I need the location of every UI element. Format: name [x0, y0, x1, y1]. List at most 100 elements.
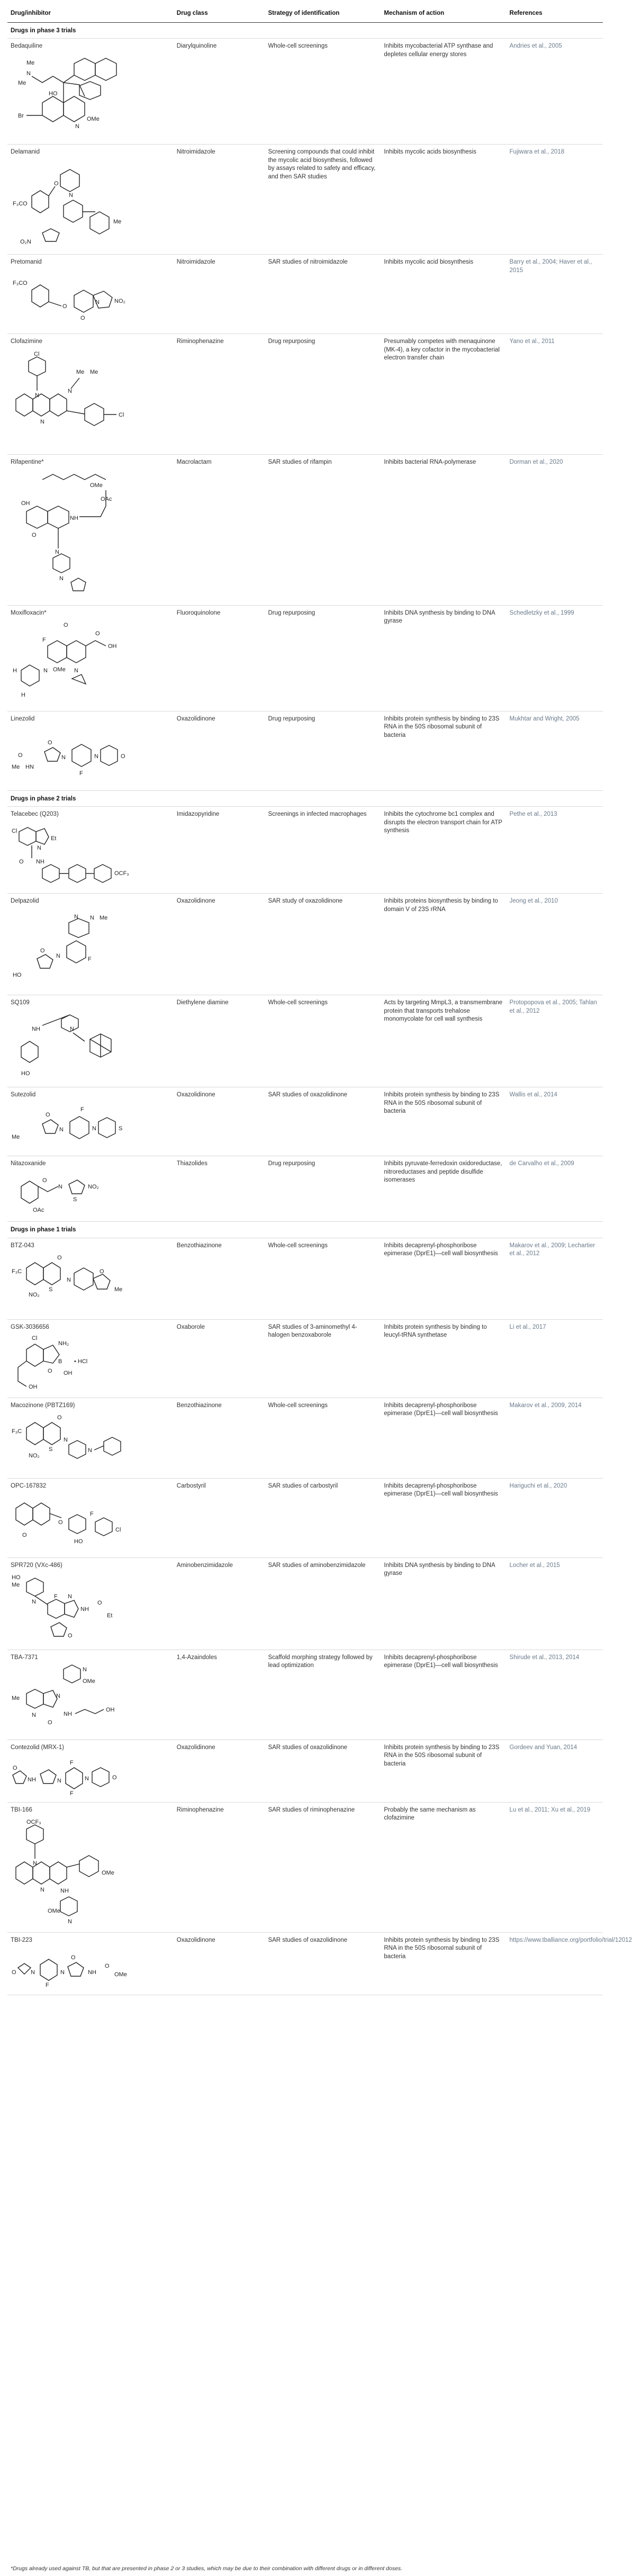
header-drug: Drug/inhibitor — [7, 4, 174, 23]
atom-label: S — [73, 1196, 77, 1203]
mechanism-cell: Presumably competes with menaquinone (MK… — [381, 334, 507, 455]
drug-cell: OPC-167832 O O HO F Cl — [7, 1478, 174, 1558]
reference-link[interactable]: https://www.tballiance.org/portfolio/tri… — [506, 1932, 632, 1995]
drug-cell: Rifapentine* OMe OAc OH NH O N N — [7, 454, 174, 606]
drug-name: Moxifloxacin* — [11, 609, 47, 616]
mechanism-cell: Inhibits decaprenyl-phosphoribose epimer… — [381, 1398, 507, 1479]
structure-spr720: HO Me N N F NH O Et O — [12, 1574, 112, 1639]
mechanism-cell: Inhibits decaprenyl-phosphoribose epimer… — [381, 1478, 507, 1558]
reference-link[interactable]: Andries et al., 2005 — [506, 38, 603, 145]
reference-link[interactable]: Schedletzky et al., 1999 — [506, 605, 603, 711]
class-cell: Carbostyril — [173, 1478, 265, 1558]
atom-label: NH — [32, 1026, 40, 1032]
class-cell: Thiazolides — [173, 1156, 265, 1222]
reference-link[interactable]: Makarov et al., 2009, 2014 — [506, 1398, 603, 1479]
class-cell: Fluoroquinolone — [173, 605, 265, 711]
strategy-cell: SAR studies of 3-aminomethyl 4-halogen b… — [265, 1319, 381, 1398]
reference-link[interactable]: Locher et al., 2015 — [506, 1557, 603, 1650]
atom-label: O — [22, 1532, 27, 1538]
reference-link[interactable]: de Carvalho et al., 2009 — [506, 1156, 603, 1222]
drug-name: SQ109 — [11, 999, 30, 1006]
atom-label: F — [42, 637, 46, 643]
atom-label: OAc — [33, 1207, 44, 1213]
reference-link[interactable]: Gordeev and Yuan, 2014 — [506, 1740, 603, 1803]
atom-label: N — [85, 1776, 89, 1782]
structure-opc167832: O O HO F Cl — [15, 1502, 121, 1545]
atom-label: S — [49, 1446, 52, 1453]
atom-label: HO — [74, 1538, 83, 1545]
mechanism-cell: Inhibits proteins biosynthesis by bindin… — [381, 893, 507, 996]
mechanism-cell: Inhibits pyruvate-ferredoxin oxidoreduct… — [381, 1156, 507, 1222]
drug-cell: Macozinone (PBTZ169) F₃C O S NO₂ N N — [7, 1398, 174, 1479]
table-row: Rifapentine* OMe OAc OH NH O N N — [7, 454, 603, 606]
reference-link[interactable]: Makarov et al., 2009; Lechartier et al.,… — [506, 1238, 603, 1320]
atom-label: OMe — [48, 1908, 60, 1914]
section-title: Drugs in phase 3 trials — [7, 22, 603, 39]
atom-label: OCF₃ — [26, 1819, 41, 1825]
atom-label: OMe — [114, 1971, 127, 1978]
reference-link[interactable]: Mukhtar and Wright, 2005 — [506, 711, 603, 791]
drug-cell: Moxifloxacin* F O OH O N H OMe N H — [7, 605, 174, 711]
strategy-cell: SAR studies of oxazolidinone — [265, 1087, 381, 1157]
drug-cell: Linezolid Me O HN O N F N O — [7, 711, 174, 791]
reference-link[interactable]: Lu et al., 2011; Xu et al., 2019 — [506, 1802, 603, 1933]
atom-label: N — [83, 1667, 87, 1673]
atom-label: N — [88, 1447, 92, 1454]
atom-label: H — [21, 692, 25, 698]
reference-link[interactable]: Dorman et al., 2020 — [506, 454, 603, 606]
reference-link[interactable]: Jeong et al., 2010 — [506, 893, 603, 996]
drug-name: TBI-166 — [11, 1806, 32, 1813]
atom-label: NH — [88, 1969, 96, 1976]
drug-cell: GSK-3036656 Cl NH₂ B O OH • HCl OH — [7, 1319, 174, 1398]
mechanism-cell: Inhibits mycobacterial ATP synthase and … — [381, 38, 507, 145]
atom-label: OMe — [90, 482, 103, 489]
atom-label: HO — [12, 1574, 21, 1581]
reference-link[interactable]: Shirude et al., 2013, 2014 — [506, 1650, 603, 1740]
reference-link[interactable]: Pethe et al., 2013 — [506, 806, 603, 894]
structure-rifapentine: OMe OAc OH NH O N N — [21, 473, 112, 591]
atom-label: O — [62, 303, 67, 310]
atom-label: Cl — [119, 412, 124, 418]
atom-label: • HCl — [74, 1358, 87, 1365]
drug-table-container: Drug/inhibitor Drug class Strategy of id… — [7, 4, 632, 1995]
mechanism-cell: Inhibits decaprenyl-phosphoribose epimer… — [381, 1650, 507, 1740]
atom-label: N — [75, 123, 79, 130]
mechanism-cell: Inhibits DNA synthesis by binding to DNA… — [381, 1557, 507, 1650]
section-title: Drugs in phase 2 trials — [7, 790, 603, 807]
atom-label: Me — [26, 60, 34, 66]
atom-label: N — [95, 299, 100, 305]
atom-label: N — [31, 1969, 35, 1976]
structure-delamanid: F₃CO O N Me O₂N — [13, 168, 121, 245]
table-row: TBI-223 O N F N O NH O OMe Oxazolidinone… — [7, 1932, 632, 1995]
atom-label: N — [55, 549, 59, 555]
atom-label: O — [57, 1415, 62, 1421]
atom-label: O — [57, 1255, 62, 1261]
reference-link[interactable]: Barry et al., 2004; Haver et al., 2015 — [506, 254, 603, 335]
reference-link[interactable]: Wallis et al., 2014 — [506, 1087, 603, 1157]
class-cell: Benzothiazinone — [173, 1398, 265, 1479]
atom-label: F — [70, 1790, 74, 1797]
header-mechanism: Mechanism of action — [381, 4, 507, 23]
drug-cell: TBA-7371 N OMe Me N N O NH OH — [7, 1650, 174, 1740]
structure-delpazolid: N N Me F N O HO — [13, 914, 107, 978]
class-cell: Oxazolidinone — [173, 1087, 265, 1157]
structure-moxifloxacin: F O OH O N H OMe N H — [13, 622, 117, 698]
reference-link[interactable]: Hariguchi et al., 2020 — [506, 1478, 603, 1558]
reference-link[interactable]: Fujiwara et al., 2018 — [506, 144, 603, 255]
drug-name: TBI-223 — [11, 1936, 32, 1943]
drug-name: Bedaquiline — [11, 43, 43, 50]
table-row: Bedaquiline Me N Me HO Br N — [7, 38, 603, 145]
reference-link[interactable]: Li et al., 2017 — [506, 1319, 603, 1398]
table-row: Linezolid Me O HN O N F N O Oxazolidinon… — [7, 711, 603, 791]
class-cell: Nitroimidazole — [173, 144, 265, 255]
atom-label: O — [46, 1112, 50, 1118]
class-cell: Oxaborole — [173, 1319, 265, 1398]
table-row: OPC-167832 O O HO F Cl Carbostyril SAR s… — [7, 1478, 603, 1558]
atom-label: N — [69, 192, 73, 199]
table-row: GSK-3036656 Cl NH₂ B O OH • HCl OH Oxabo… — [7, 1319, 603, 1398]
drug-name: BTZ-043 — [11, 1242, 34, 1249]
strategy-cell: SAR studies of carbostyril — [265, 1478, 381, 1558]
atom-label: Me — [12, 1134, 20, 1140]
reference-link[interactable]: Yano et al., 2011 — [506, 334, 603, 455]
reference-link[interactable]: Protopopova et al., 2005; Tahlan et al.,… — [506, 995, 603, 1088]
